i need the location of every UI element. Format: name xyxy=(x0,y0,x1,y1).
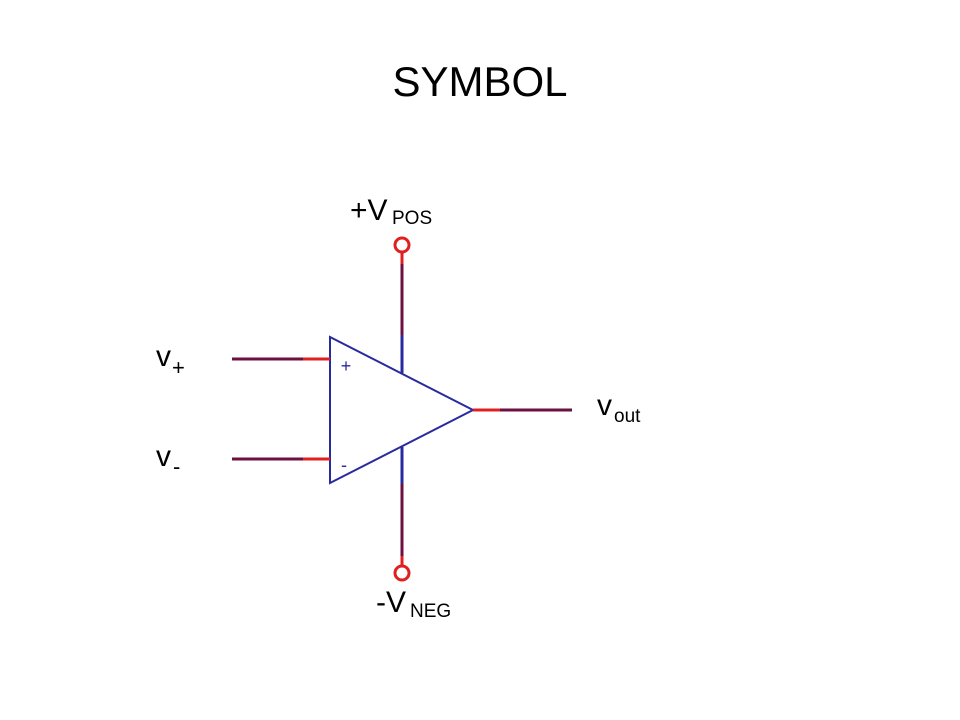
vout-label-main: v xyxy=(597,389,612,422)
op-amp-triangle xyxy=(329,335,476,485)
page-title: SYMBOL xyxy=(392,58,568,105)
minus-sign: - xyxy=(341,455,347,475)
vneg-label-sub: NEG xyxy=(410,601,451,622)
vplus-label-main: v xyxy=(156,340,171,373)
vpos-terminal xyxy=(393,236,411,254)
vout-label-sub: out xyxy=(614,406,641,427)
vneg-terminal xyxy=(393,564,411,582)
vpos-label-sub: POS xyxy=(392,208,432,229)
vneg-label-main: -V xyxy=(376,586,406,619)
vminus-label-sub: - xyxy=(173,454,180,479)
vpos-label-main: +V xyxy=(350,194,388,227)
plus-sign: + xyxy=(341,356,352,376)
vminus-label-main: v xyxy=(156,440,171,473)
vplus-label-sub: + xyxy=(172,355,185,380)
